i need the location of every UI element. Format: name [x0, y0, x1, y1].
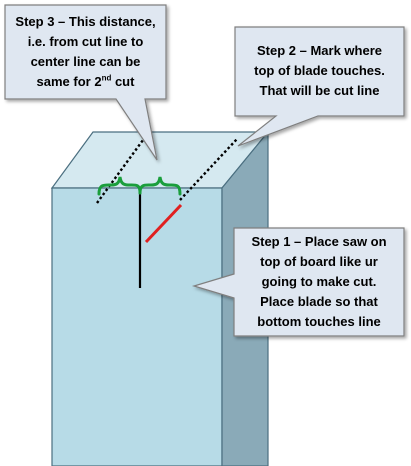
left-brace [97, 176, 142, 196]
callout-step3-box [4, 4, 167, 161]
callout-step2-line3: That will be cut line [259, 83, 380, 98]
callout-step2-text: Step 2 – Mark where top of blade touches… [235, 41, 404, 101]
callout-step3-line1: Step 3 – This distance, [15, 14, 156, 29]
right-brace [138, 176, 182, 196]
callout-step3-line3: center line can be [30, 54, 141, 69]
callout-step1-line4: Place blade so that [260, 294, 378, 309]
callout-step3-line4-post: cut [111, 74, 135, 89]
callout-step1-line2: top of board like ur [260, 254, 378, 269]
callout-step1-line3: going to make cut. [261, 274, 377, 289]
callout-step1-box [191, 227, 405, 337]
callout-step3-line2: i.e. from cut line to [27, 34, 144, 49]
callout-step1-line5: bottom touches line [257, 314, 381, 329]
second-cut-line-dotted [96, 139, 144, 204]
board-front-face [51, 187, 223, 466]
callout-step2-box [234, 26, 405, 147]
callout-step3-text: Step 3 – This distance, i.e. from cut li… [5, 12, 166, 92]
callout-step3-line4-pre: same for 2 [36, 74, 102, 89]
board-markings [96, 138, 238, 288]
callout-step1-line1: Step 1 – Place saw on [251, 234, 387, 249]
cut-line-dotted [179, 138, 238, 201]
callout-step2-line1: Step 2 – Mark where [257, 43, 382, 58]
distance-braces [97, 176, 182, 196]
callout-step3-line4: same for 2nd cut [5, 72, 166, 92]
callout-step2-line2: top of blade touches. [254, 63, 385, 78]
callout-step1-text: Step 1 – Place saw on top of board like … [234, 232, 404, 332]
callout-step3-line4-sup: nd [101, 73, 112, 83]
saw-blade-line [144, 203, 183, 244]
